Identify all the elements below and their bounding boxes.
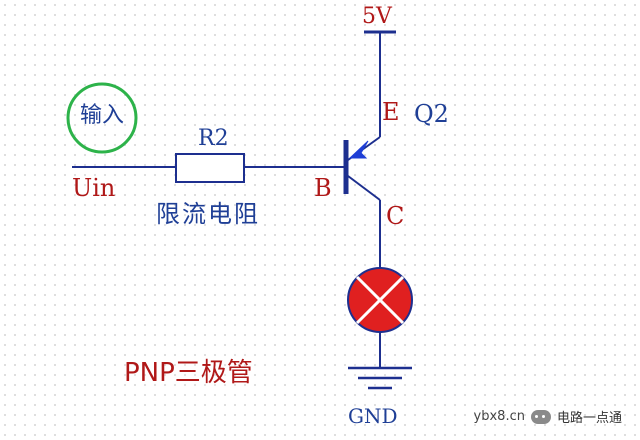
lamp-cross-2 (355, 275, 405, 325)
collector-label: C (386, 202, 405, 230)
transistor-collector-leg (347, 175, 381, 201)
caption-label: PNP三极管 (124, 358, 253, 388)
watermark: ybx8.cn 电路一点通 (474, 407, 622, 426)
wechat-icon (530, 409, 551, 424)
input-net-label: Uin (72, 174, 116, 202)
transistor-emitter-arrow (348, 140, 369, 159)
watermark-channel: 电路一点通 (556, 411, 622, 426)
resistor-ref-label: R2 (198, 126, 229, 151)
base-label: B (314, 174, 332, 202)
input-badge-ring (66, 82, 138, 154)
ground-label: GND (348, 404, 398, 428)
supply-label: 5V (362, 4, 392, 29)
emitter-label: E (382, 98, 400, 126)
resistor-desc-label: 限流电阻 (156, 200, 260, 228)
resistor-r2 (175, 153, 245, 183)
watermark-site: ybx8.cn (473, 409, 525, 424)
transistor-ref-label: Q2 (414, 100, 449, 128)
input-badge-label: 输入 (80, 103, 125, 128)
